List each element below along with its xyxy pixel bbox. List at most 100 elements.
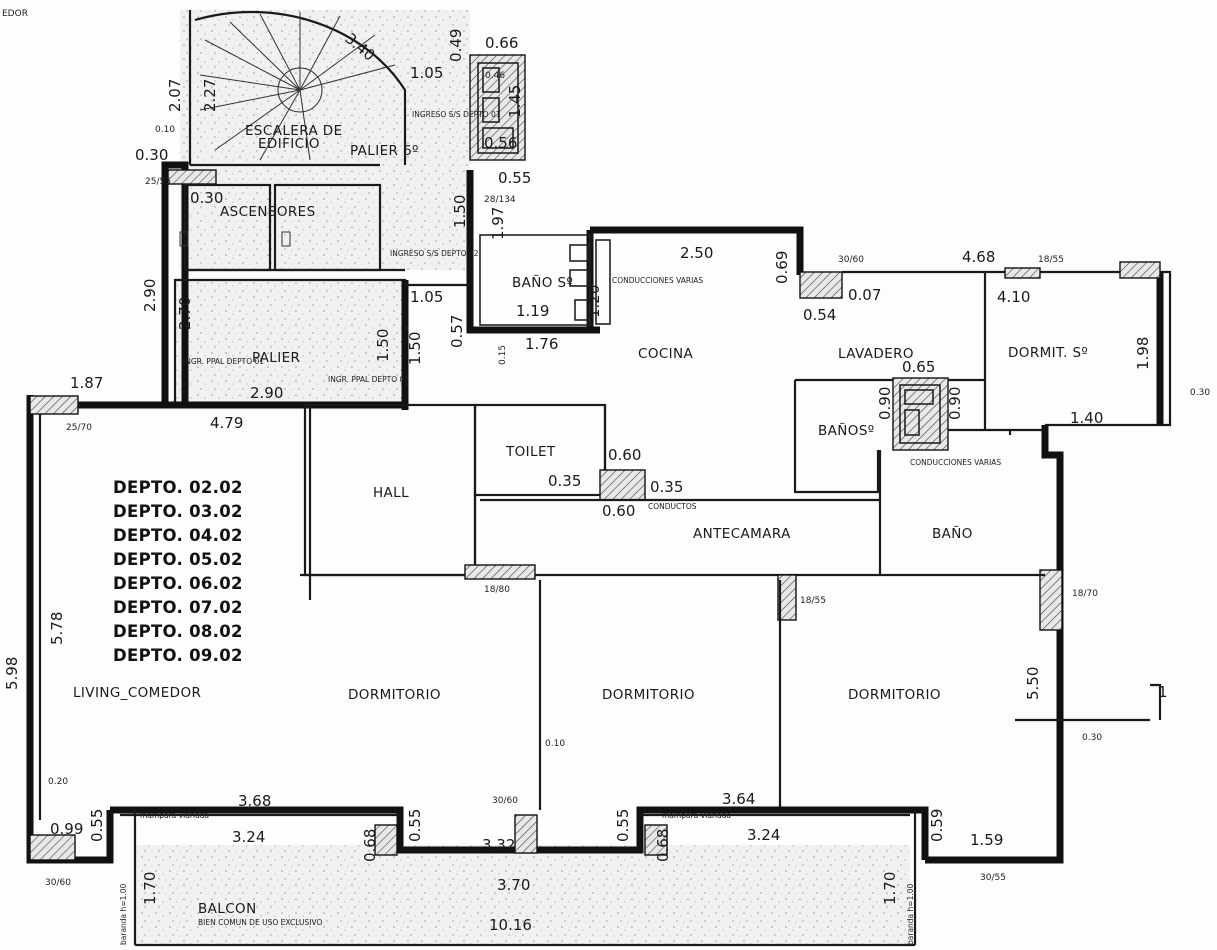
dimension: 1.70 xyxy=(881,872,899,905)
unit-list-item: DEPTO. 05.02 xyxy=(113,550,243,569)
dimension: 3.64 xyxy=(722,790,755,808)
dimension: 4.10 xyxy=(997,288,1030,306)
dimension: 5.50 xyxy=(1024,667,1042,700)
dimension: 3.70 xyxy=(497,876,530,894)
dimension: 2.90 xyxy=(250,384,283,402)
room-label-balcon: BALCON xyxy=(198,901,257,917)
dimension: 1.98 xyxy=(1134,337,1152,370)
dimension: 0.90 xyxy=(946,387,964,420)
room-label-palier-6: PALIER 6º xyxy=(350,143,419,159)
room-label-living-comedor: LIVING_COMEDOR xyxy=(73,685,201,701)
dimension: 1.76 xyxy=(525,335,558,353)
dimension: 3.68 xyxy=(238,792,271,810)
unit-list-item: DEPTO. 06.02 xyxy=(113,574,243,593)
room-label-dormitorio: DORMITORIO xyxy=(848,687,941,703)
room-label-cocina: COCINA xyxy=(638,346,694,362)
dimension: 1.19 xyxy=(516,302,549,320)
dimension: 2.50 xyxy=(680,244,713,262)
dimension: 2.27 xyxy=(201,79,219,112)
small-label: 18/80 xyxy=(484,585,510,595)
dimension: 1.50 xyxy=(374,329,392,362)
note-baranda: baranda h=1.00 xyxy=(119,884,128,945)
small-label: 0.10 xyxy=(545,739,565,749)
room-label-bano: BAÑO xyxy=(932,525,973,542)
dimension: 3.24 xyxy=(747,826,780,844)
dimension: 2.07 xyxy=(166,79,184,112)
room-label-lavadero: LAVADERO xyxy=(838,346,914,362)
unit-list-item: DEPTO. 07.02 xyxy=(113,598,243,617)
small-label: 30/60 xyxy=(838,255,864,265)
cocina-walls xyxy=(590,226,804,275)
dimension: 1.45 xyxy=(506,85,524,118)
small-label: 30/60 xyxy=(45,878,71,888)
small-label: 30/60 xyxy=(492,796,518,806)
dimension: 2.90 xyxy=(141,279,159,312)
dimension: 1.50 xyxy=(451,195,469,228)
unit-list-item: DEPTO. 08.02 xyxy=(113,622,243,641)
room-label-ascensores: ASCENSORES xyxy=(220,204,316,220)
small-label: 30/55 xyxy=(980,873,1006,883)
small-label: 28/134 xyxy=(484,195,516,205)
small-label: 18/55 xyxy=(800,596,826,606)
small-label: 0.15 xyxy=(498,345,508,365)
dimension: 0.66 xyxy=(485,34,518,52)
room-label-antecamara: ANTECAMARA xyxy=(693,526,791,542)
balcon-subtitle: BIEN COMUN DE USO EXCLUSIVO xyxy=(198,918,322,927)
note-ingreso-principal: INGR. PPAL DEPTO 01 xyxy=(183,357,264,366)
dimension: 1.20 xyxy=(585,285,603,318)
note-ingreso-servicio: INGRESO S/S DEPTO 01 xyxy=(412,110,501,119)
dimension: 4.68 xyxy=(962,248,995,266)
section-marker: 1 xyxy=(1158,683,1168,701)
dimension: 0.35 xyxy=(650,478,683,496)
dimension: 10.16 xyxy=(489,916,532,934)
column-cocina xyxy=(799,271,843,299)
dimension: 1.70 xyxy=(141,872,159,905)
small-label: 0.10 xyxy=(155,125,175,135)
dimension: 0.55 xyxy=(88,809,106,842)
note-conducciones: CONDUCCIONES VARIAS xyxy=(910,458,1001,467)
dimension: 1.05 xyxy=(410,288,443,306)
palier-speckle xyxy=(175,280,405,405)
duct-top-inner xyxy=(477,62,519,154)
room-label-bano-servicio: BAÑO Sº xyxy=(512,274,573,291)
dimension: 1.40 xyxy=(1070,409,1103,427)
room-label-banos-servicio: BAÑOSº xyxy=(818,422,875,439)
note-baranda: baranda h=1.00 xyxy=(906,884,915,945)
unit-list: DEPTO. 02.02 DEPTO. 03.02 DEPTO. 04.02 D… xyxy=(113,478,243,665)
dimension: 5.78 xyxy=(48,612,66,645)
room-label-hall: HALL xyxy=(373,485,409,501)
dimension: 0.57 xyxy=(448,315,466,348)
dimension: 3.32 xyxy=(482,836,515,854)
unit-list-item: DEPTO. 09.02 xyxy=(113,646,243,665)
dimension: 0.30 xyxy=(135,146,168,164)
unit-list-item: DEPTO. 03.02 xyxy=(113,502,243,521)
header-fragment: EDOR xyxy=(2,9,28,19)
small-label: 18/55 xyxy=(1038,255,1064,265)
unit-list-item: DEPTO. 04.02 xyxy=(113,526,243,545)
duct-mid xyxy=(892,377,949,451)
small-label: 0.20 xyxy=(48,777,68,787)
room-label-dormitorio: DORMITORIO xyxy=(602,687,695,703)
dimension: 0.59 xyxy=(928,809,946,842)
room-label-dormitorio-servicio: DORMIT. Sº xyxy=(1008,345,1088,361)
dimension: 1.97 xyxy=(489,207,507,240)
dimension: 2.70 xyxy=(176,297,194,330)
note-ingreso-principal: INGR. PPAL DEPTO 02 xyxy=(328,375,409,384)
small-label: 18/70 xyxy=(1072,589,1098,599)
room-label-dormitorio: DORMITORIO xyxy=(348,687,441,703)
dimension: 5.98 xyxy=(3,657,21,690)
duct-top xyxy=(469,54,526,161)
dimension: 3.24 xyxy=(232,828,265,846)
unit-list-item: DEPTO. 02.02 xyxy=(113,478,243,497)
column-right xyxy=(1039,569,1063,631)
balcon-speckle xyxy=(135,845,910,945)
dimension: 0.55 xyxy=(614,809,632,842)
dimension: 0.30 xyxy=(190,189,223,207)
partitions xyxy=(300,403,1045,810)
room-label-palier: PALIER xyxy=(252,350,300,366)
balcony xyxy=(110,806,929,947)
small-label: 25/55 xyxy=(145,177,171,187)
dimension: 0.56 xyxy=(484,134,517,152)
small-label: 0.30 xyxy=(1082,733,1102,743)
dimension: 1.59 xyxy=(970,831,1003,849)
